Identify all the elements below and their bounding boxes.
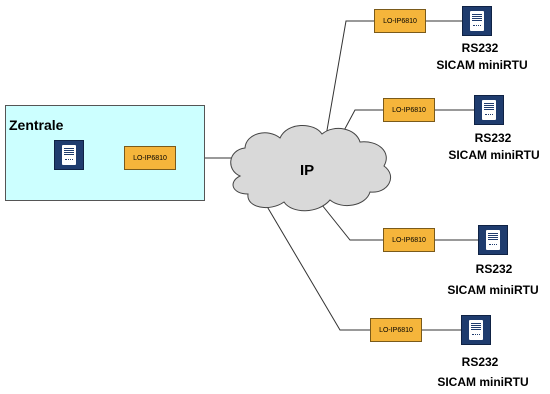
site-2-interface-label: RS232	[474, 131, 512, 145]
central-site-title: Zentrale	[9, 117, 64, 133]
site-3-interface-label: RS232	[475, 262, 513, 276]
site-2-converter: LO-IP6810	[383, 98, 435, 122]
link-site-4	[264, 202, 370, 331]
site-1-interface-label: RS232	[461, 41, 499, 55]
site-2-device-label: SICAM miniRTU	[448, 148, 540, 162]
site-4-device-label: SICAM miniRTU	[437, 375, 529, 389]
link-site-3	[317, 199, 383, 241]
ip-network-label: IP	[300, 162, 315, 179]
central-rtu-device-icon	[54, 140, 84, 170]
ip-cloud	[230, 125, 391, 212]
site-4-rtu-device-icon	[461, 315, 491, 345]
site-1-converter: LO-IP6810	[374, 9, 426, 33]
site-1-device-label: SICAM miniRTU	[436, 58, 528, 72]
site-3-rtu-device-icon	[478, 225, 508, 255]
site-4-converter: LO-IP6810	[370, 318, 422, 342]
site-2-rtu-device-icon	[474, 95, 504, 125]
site-3-converter: LO-IP6810	[383, 228, 435, 252]
site-1-rtu-device-icon	[462, 6, 492, 36]
central-converter: LO-IP6810	[124, 146, 176, 170]
link-site-1	[325, 20, 374, 137]
link-site-2	[339, 109, 383, 139]
site-4-interface-label: RS232	[461, 355, 499, 369]
site-3-device-label: SICAM miniRTU	[447, 283, 539, 297]
